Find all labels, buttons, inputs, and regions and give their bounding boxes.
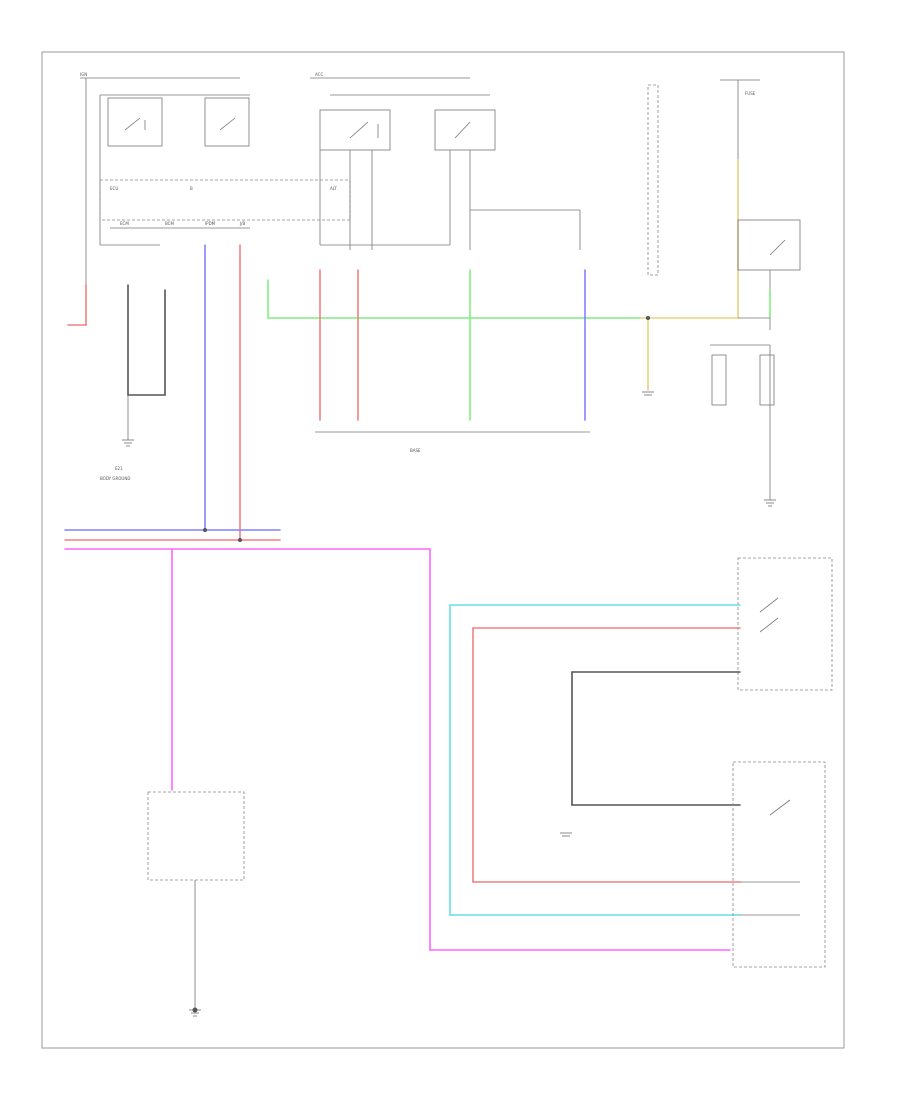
- connector-bus: [64, 528, 731, 951]
- svg-text:IPDM: IPDM: [205, 221, 216, 226]
- svg-text:E21: E21: [115, 466, 123, 471]
- svg-text:ACC: ACC: [315, 72, 323, 77]
- svg-text:ECU: ECU: [110, 186, 118, 191]
- green-bus: [267, 269, 739, 421]
- left-ground-branch: E21 BODY GROUND: [100, 284, 166, 481]
- top-switch-block: ECM BCM IPDM J/B IGN ACC ECU B ALT: [80, 72, 659, 285]
- svg-text:FUSE: FUSE: [745, 91, 756, 96]
- right-top-relay: FUSE: [710, 79, 801, 507]
- svg-text:BCM: BCM: [165, 221, 174, 226]
- svg-text:IGN: IGN: [80, 72, 87, 77]
- right-switch-module: [449, 557, 833, 916]
- svg-text:ECM: ECM: [120, 221, 129, 226]
- left-lower-module: [147, 791, 245, 1017]
- svg-text:ALT: ALT: [330, 186, 337, 191]
- svg-text:J/B: J/B: [239, 221, 246, 226]
- svg-text:B: B: [190, 186, 193, 191]
- svg-text:BASE: BASE: [410, 448, 421, 453]
- diagram-frame: [41, 51, 845, 1049]
- svg-text:BODY GROUND: BODY GROUND: [100, 476, 130, 481]
- right-lower-module: [560, 761, 826, 968]
